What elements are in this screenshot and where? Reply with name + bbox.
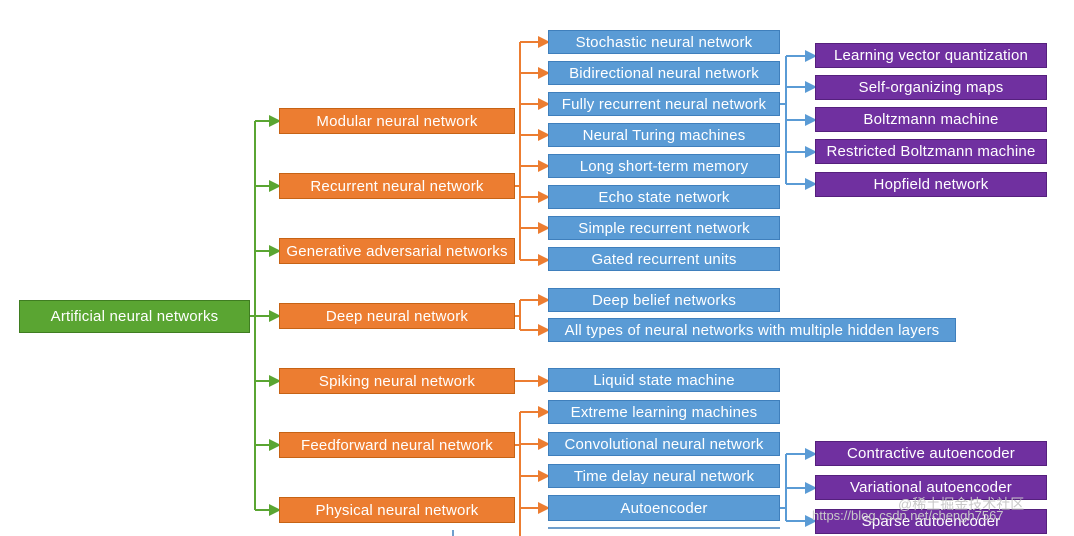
node-fully-recurrent-neural-network: Fully recurrent neural network (548, 92, 780, 116)
node-variational-autoencoder: Variational autoencoder (815, 475, 1047, 500)
node-spiking-neural-network: Spiking neural network (279, 368, 515, 394)
node-feedforward-neural-network: Feedforward neural network (279, 432, 515, 458)
node-time-delay-neural-network: Time delay neural network (548, 464, 780, 488)
node-recurrent-neural-network: Recurrent neural network (279, 173, 515, 199)
watermark-url: https://blog.csdn.net/chengh7567 (812, 508, 1004, 523)
node-convolutional-neural-network: Convolutional neural network (548, 432, 780, 456)
node-autoencoder: Autoencoder (548, 495, 780, 521)
node-sparse-autoencoder: Sparse autoencoder (815, 509, 1047, 534)
node-deep-neural-network: Deep neural network (279, 303, 515, 329)
node-neural-turing-machines: Neural Turing machines (548, 123, 780, 147)
node-liquid-state-machine: Liquid state machine (548, 368, 780, 392)
node-bidirectional-neural-network: Bidirectional neural network (548, 61, 780, 85)
node-learning-vector-quantization: Learning vector quantization (815, 43, 1047, 68)
node-restricted-boltzmann-machine: Restricted Boltzmann machine (815, 139, 1047, 164)
node-modular-neural-network: Modular neural network (279, 108, 515, 134)
node-self-organizing-maps: Self-organizing maps (815, 75, 1047, 100)
node-hopfield-network: Hopfield network (815, 172, 1047, 197)
watermark-site: @稀土掘金技术社区 (898, 496, 1025, 512)
node-stochastic-neural-network: Stochastic neural network (548, 30, 780, 54)
node-boltzmann-machine: Boltzmann machine (815, 107, 1047, 132)
node-physical-neural-network: Physical neural network (279, 497, 515, 523)
node-extreme-learning-machines: Extreme learning machines (548, 400, 780, 424)
node-echo-state-network: Echo state network (548, 185, 780, 209)
node-simple-recurrent-network: Simple recurrent network (548, 216, 780, 240)
node-generative-adversarial-networks: Generative adversarial networks (279, 238, 515, 264)
node-contractive-autoencoder: Contractive autoencoder (815, 441, 1047, 466)
node-gated-recurrent-units: Gated recurrent units (548, 247, 780, 271)
node-root: Artificial neural networks (19, 300, 250, 333)
node-long-short-term-memory: Long short-term memory (548, 154, 780, 178)
node-deep-belief-networks: Deep belief networks (548, 288, 780, 312)
node-multiple-hidden-layers: All types of neural networks with multip… (548, 318, 956, 342)
